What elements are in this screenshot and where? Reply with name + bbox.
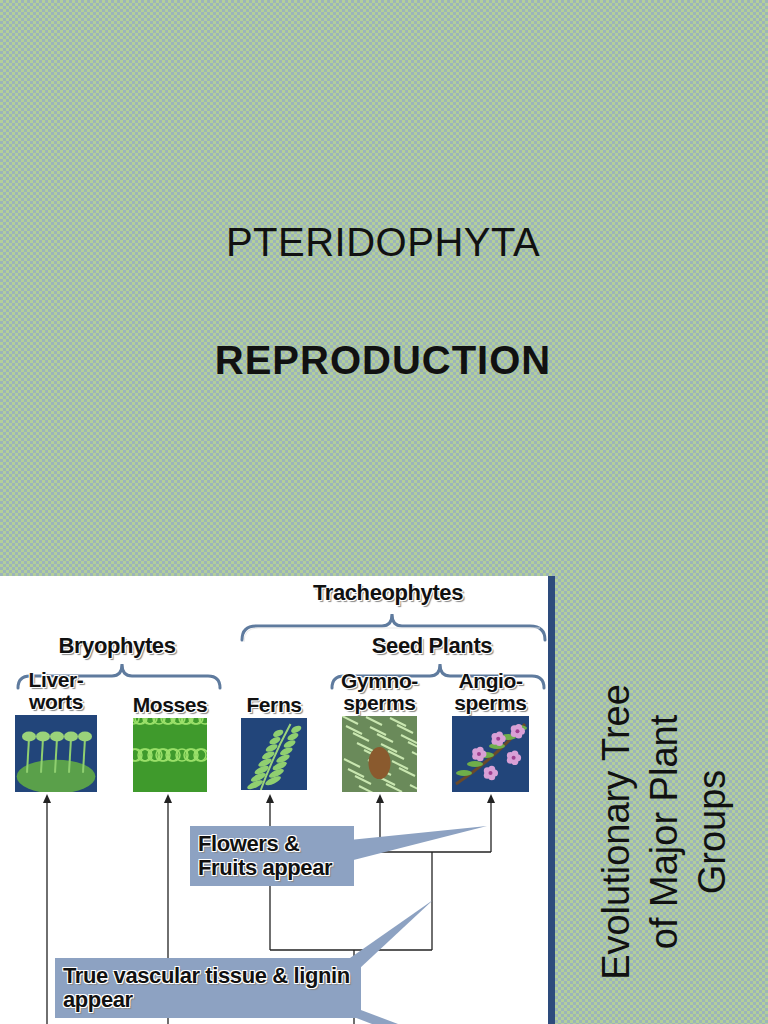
- group-label: Bryophytes: [58, 635, 175, 657]
- side-heading: Evolutionary Tree of Major Plant Groups: [592, 672, 736, 992]
- group-label: Seed Plants: [372, 635, 492, 657]
- plant-name: Liver- worts: [9, 669, 103, 715]
- callout-text: Flowers & Fruits appear: [198, 832, 346, 880]
- plant-name: Mosses: [127, 694, 213, 718]
- plant-name: Angio- sperms: [446, 670, 535, 716]
- group-label: Tracheophytes: [313, 582, 463, 604]
- plant-group: Ferns: [235, 694, 313, 790]
- callout-text: True vascular tissue & lignin appear: [63, 964, 353, 1012]
- plant-group: Liver- worts: [9, 669, 103, 792]
- callout-box: Flowers & Fruits appear: [190, 826, 354, 886]
- plant-group: Mosses: [127, 694, 213, 792]
- plant-group: Gymno- sperms: [336, 670, 423, 792]
- plant-picture: [241, 718, 307, 790]
- slide-subtitle: REPRODUCTION: [215, 338, 551, 383]
- plant-picture: [452, 716, 529, 792]
- plant-group: Angio- sperms: [446, 670, 535, 792]
- divider-line: [548, 576, 555, 1024]
- plant-picture: [133, 718, 207, 792]
- plant-picture: [342, 716, 417, 792]
- slide-title: PTERIDOPHYTA: [226, 220, 540, 265]
- plant-name: Ferns: [235, 694, 313, 718]
- plant-picture: [15, 715, 97, 792]
- callout-box: True vascular tissue & lignin appear: [55, 958, 361, 1018]
- plant-name: Gymno- sperms: [336, 670, 423, 716]
